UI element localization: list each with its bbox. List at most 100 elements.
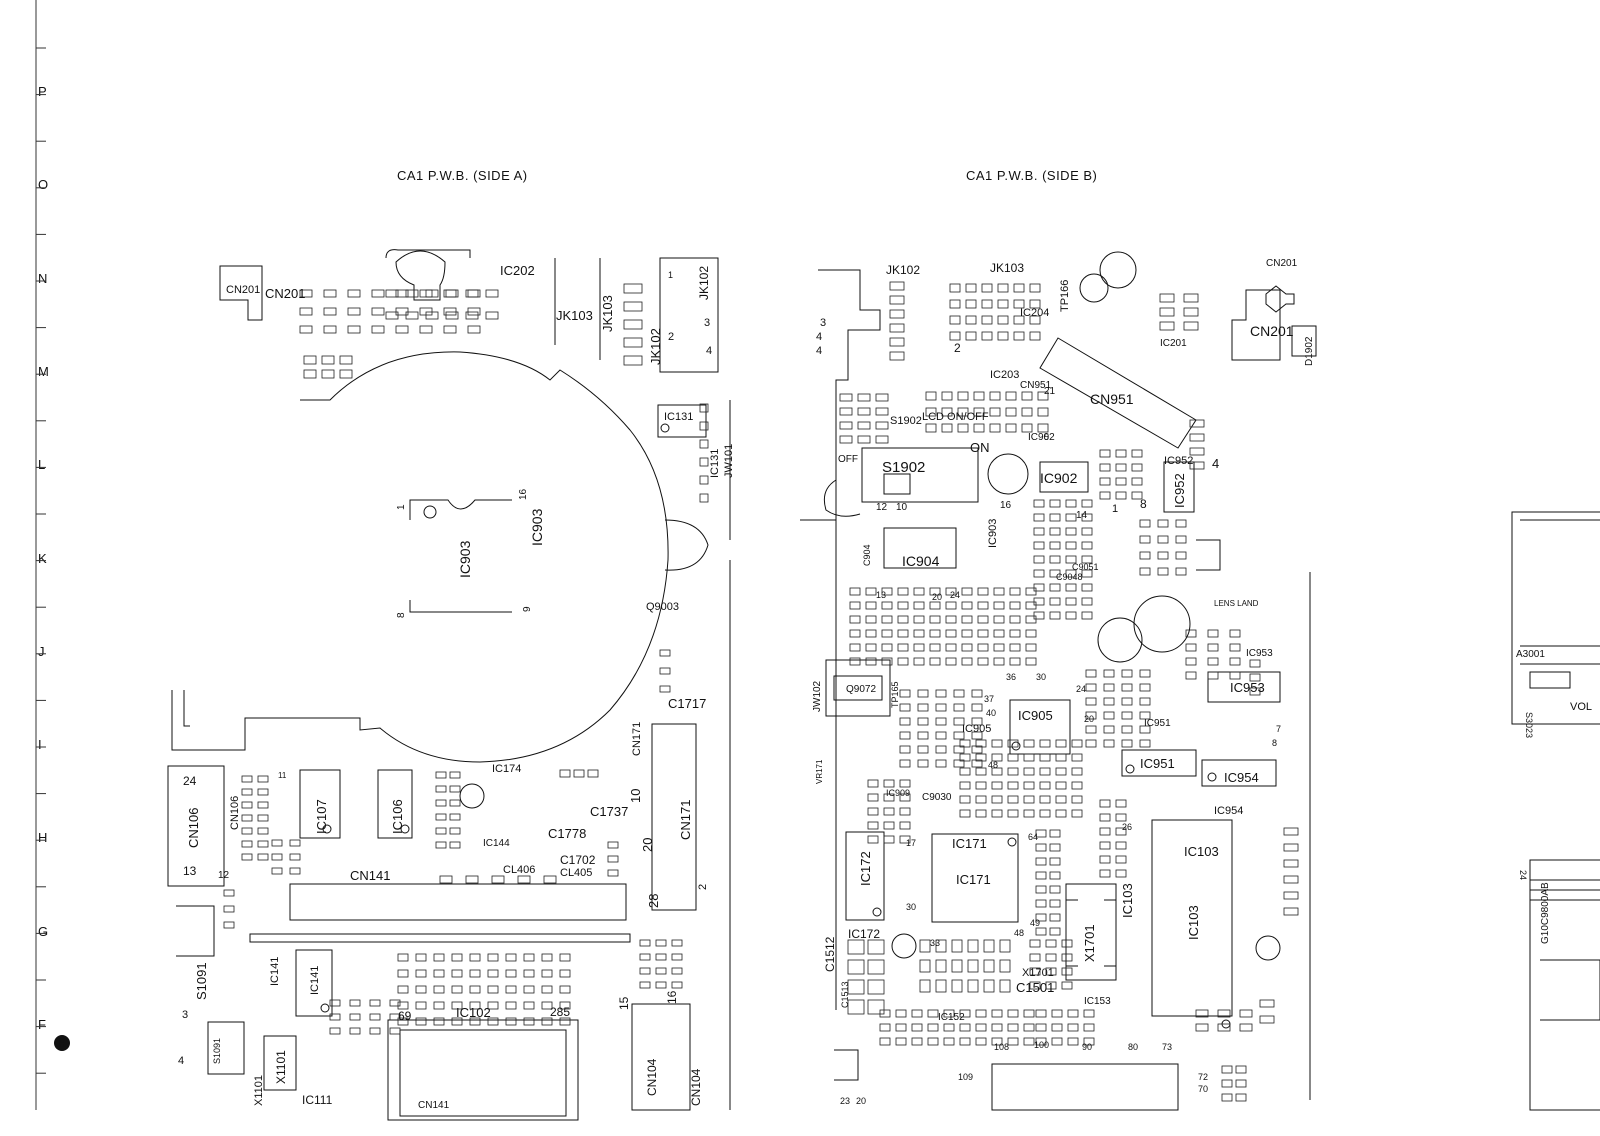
side-b-smd-part	[1045, 953, 1057, 962]
side-a-smd-part	[541, 969, 553, 978]
label-c1512: C1512	[823, 936, 837, 972]
label-d1902: D1902	[1304, 336, 1315, 366]
pin-49-b: 49	[1030, 918, 1040, 928]
side-b-smd-part	[957, 407, 969, 417]
side-b-smd-part	[899, 759, 911, 768]
label-ic153: IC153	[1084, 996, 1111, 1007]
cn104-body	[631, 1003, 691, 1111]
pin-12-s1902: 12	[876, 502, 888, 513]
side-b-smd-part	[1159, 321, 1175, 331]
label-ic202: IC202	[500, 263, 535, 278]
pin-40-b: 40	[986, 708, 996, 718]
side-b-smd-part	[1217, 1023, 1231, 1032]
side-b-smd-part	[1065, 583, 1077, 592]
partial-board-outline	[1511, 511, 1600, 725]
side-b-smd-part	[881, 587, 893, 596]
side-b-smd-part	[927, 1023, 939, 1032]
side-b-smd-part	[1009, 629, 1021, 638]
side-a-smd-part	[623, 301, 643, 312]
side-b-smd-part	[977, 601, 989, 610]
pin-70-b: 70	[1198, 1084, 1208, 1094]
pin-90-b: 90	[1082, 1042, 1092, 1052]
side-b-smd-part	[1021, 423, 1033, 433]
side-b-smd-part	[889, 351, 905, 361]
label-ic111: IC111	[302, 1093, 333, 1107]
side-b-smd-part	[997, 315, 1009, 325]
side-b-smd-part	[1023, 767, 1035, 776]
side-b-smd-part	[997, 299, 1009, 309]
side-a-smd-part	[257, 801, 269, 809]
label-c1737: C1737	[590, 804, 628, 819]
side-b-smd-part	[1071, 781, 1083, 790]
side-a-smd-part	[385, 289, 399, 298]
side-a-smd-part	[347, 307, 361, 316]
side-b-smd-part	[867, 779, 879, 788]
side-b-smd-part	[1083, 1009, 1095, 1018]
side-b-smd-part	[1023, 1023, 1035, 1032]
side-b-smd-part	[847, 979, 865, 995]
side-b-smd-part	[913, 587, 925, 596]
side-b-smd-part	[1055, 753, 1067, 762]
side-b-smd-part	[1013, 299, 1025, 309]
side-b-smd-part	[1283, 843, 1299, 852]
label-cn141: CN141	[350, 868, 390, 883]
side-b-smd-part	[1121, 739, 1133, 748]
row-letter-m: M	[38, 363, 49, 379]
side-b-smd-part	[1085, 669, 1097, 678]
side-a-smd-part	[397, 1001, 409, 1010]
side-b-smd-part	[1249, 659, 1261, 668]
side-b-smd-part	[929, 587, 941, 596]
side-b-smd-part	[1249, 673, 1261, 682]
pin-14-b: 14	[1076, 510, 1088, 521]
side-b-smd-part	[929, 601, 941, 610]
pin-9-ic903: 9	[522, 606, 533, 612]
side-a-smd-part	[487, 1001, 499, 1010]
side-a-smd-part	[699, 457, 709, 467]
side-a-smd-part	[415, 953, 427, 962]
side-b-smd-part	[1235, 1065, 1247, 1074]
side-a-smd-part	[523, 969, 535, 978]
side-a-smd-part	[465, 289, 479, 298]
side-b-smd-part	[1033, 555, 1045, 564]
side-b-smd-part	[1175, 535, 1187, 544]
side-b-smd-part	[1139, 519, 1151, 528]
label-ic141-v: IC141	[269, 957, 281, 986]
side-a-smd-part	[639, 939, 651, 947]
ic141-dot	[320, 1003, 330, 1013]
side-b-smd-part	[899, 703, 911, 712]
side-b-smd-part	[867, 999, 885, 1015]
side-a-smd-part	[397, 953, 409, 962]
side-a-smd-part	[435, 813, 447, 821]
pin-26-b: 26	[1122, 822, 1132, 832]
side-b-smd-part	[883, 821, 895, 830]
label-vr171: VR171	[815, 759, 824, 784]
side-b-smd-part	[1035, 843, 1047, 852]
pin-4-jk102: 4	[706, 345, 712, 357]
side-b-smd-part	[1029, 953, 1041, 962]
side-b-smd-part	[1071, 795, 1083, 804]
ic107-dot	[322, 824, 332, 834]
side-a-smd-part	[425, 311, 439, 320]
side-b-smd-part	[1099, 869, 1111, 878]
side-a-smd-part	[465, 311, 479, 320]
label-ic102: IC102	[456, 1005, 491, 1020]
partial-switch	[1529, 671, 1571, 689]
label-jk102-a: JK102	[648, 328, 663, 365]
side-b-smd-part	[1081, 555, 1093, 564]
label-x1101: X1101	[274, 1050, 288, 1084]
side-b-smd-part	[1009, 657, 1021, 666]
side-a-smd-part	[415, 985, 427, 994]
side-b-smd-part	[1189, 447, 1205, 456]
side-a-smd-part	[223, 889, 235, 897]
side-b-smd-part	[1049, 611, 1061, 620]
side-b-smd-part	[911, 1023, 923, 1032]
side-b-smd-part	[1081, 527, 1093, 536]
side-b-smd-part	[1037, 407, 1049, 417]
side-a-smd-part	[655, 967, 667, 975]
side-a-smd-part	[405, 311, 419, 320]
side-a-title: CA1 P.W.B. (SIDE A)	[397, 168, 528, 183]
side-b-smd-part	[1013, 331, 1025, 341]
side-b-smd-part	[953, 731, 965, 740]
side-b-smd-part	[1065, 499, 1077, 508]
